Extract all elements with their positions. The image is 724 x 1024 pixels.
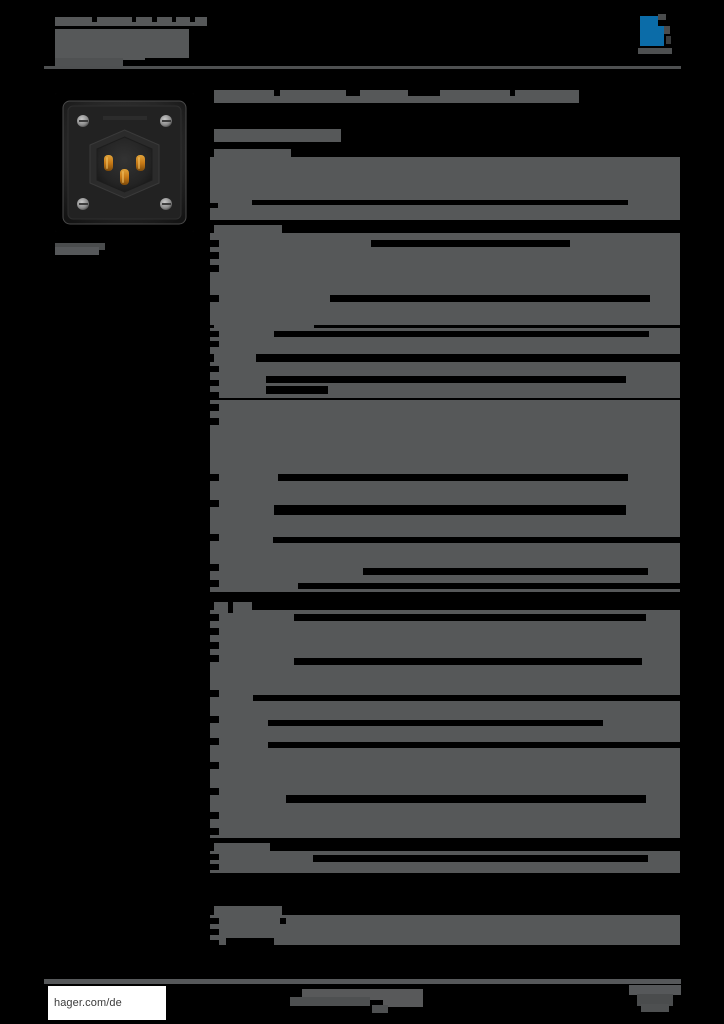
section-heading-redacted	[214, 320, 314, 330]
row-gap	[210, 474, 219, 481]
row-gap	[286, 795, 646, 803]
footer-center-tail-redacted	[372, 1005, 388, 1013]
kicker-gap	[132, 17, 136, 22]
row-gap	[371, 240, 570, 247]
row-gap	[313, 855, 648, 862]
row-gap	[210, 614, 219, 621]
kicker-gap	[190, 17, 195, 22]
row-gap	[228, 601, 233, 613]
photo-caption-line2-redacted	[55, 247, 99, 255]
footer-url[interactable]: hager.com/de	[48, 986, 166, 1020]
row-gap	[253, 695, 683, 701]
header-kicker-redacted	[55, 17, 207, 26]
row-gap	[363, 568, 648, 575]
row-gap	[266, 386, 328, 394]
title-gap	[408, 90, 440, 96]
row-gap	[210, 534, 219, 541]
row-gap	[210, 655, 219, 662]
header-divider	[44, 66, 681, 69]
row-gap	[210, 366, 219, 372]
row-gap	[273, 537, 683, 543]
kicker-gap	[152, 17, 157, 22]
row-gap	[210, 738, 219, 745]
row-gap	[298, 583, 683, 589]
row-gap	[210, 500, 219, 507]
row-gap	[280, 918, 286, 924]
row-gap	[210, 929, 219, 935]
kicker-gap	[172, 17, 176, 22]
row-gap	[210, 864, 219, 870]
product-photo	[55, 93, 194, 232]
row-gap	[210, 580, 219, 587]
title-gap	[346, 90, 360, 96]
row-gap	[210, 828, 219, 835]
row-gap	[210, 392, 219, 398]
footer-page-number-line2-redacted	[637, 994, 673, 1006]
section-heading-redacted	[214, 843, 270, 853]
section-body-block	[210, 400, 680, 592]
row-gap	[210, 690, 219, 697]
row-gap	[278, 474, 628, 481]
section-body-block	[210, 233, 680, 325]
row-gap	[210, 918, 219, 924]
page-subtitle-redacted	[214, 129, 341, 142]
row-gap	[210, 380, 219, 386]
row-gap	[274, 331, 649, 337]
main-content-column	[208, 0, 683, 1024]
row-gap	[226, 938, 274, 946]
row-gap	[210, 642, 219, 649]
footer-page-number-line3-redacted	[641, 1004, 669, 1012]
row-gap	[210, 295, 219, 302]
row-gap	[210, 404, 219, 411]
row-gap	[210, 341, 219, 347]
section-heading-redacted	[214, 354, 256, 364]
section-heading-redacted	[214, 602, 252, 612]
row-gap	[210, 762, 219, 769]
row-gap	[210, 788, 219, 795]
row-gap	[210, 564, 219, 571]
section-heading-redacted	[214, 149, 291, 159]
hager-logo-icon	[638, 12, 682, 54]
row-gap	[210, 812, 219, 819]
row-gap	[274, 505, 626, 515]
row-gap	[210, 940, 219, 946]
row-gap	[210, 628, 219, 635]
row-gap	[210, 418, 219, 425]
row-gap	[210, 265, 219, 272]
page-title-redacted	[214, 90, 579, 103]
footer-page-number-redacted	[629, 985, 681, 995]
footer-divider	[44, 979, 681, 984]
section-heading-redacted	[214, 906, 282, 917]
row-gap	[294, 658, 642, 665]
row-gap	[266, 376, 626, 383]
row-gap	[210, 331, 219, 337]
row-gap	[252, 200, 628, 205]
footer-center-redacted	[302, 989, 400, 1000]
footer-center-line2-redacted	[290, 997, 370, 1006]
section-body-block	[210, 157, 680, 220]
section-body-block	[210, 915, 680, 945]
row-gap	[330, 295, 650, 302]
section-heading-redacted	[214, 225, 282, 235]
title-gap	[274, 90, 280, 96]
row-gap	[294, 614, 646, 621]
row-gap	[210, 252, 219, 259]
row-gap	[210, 240, 219, 247]
title-gap	[510, 90, 515, 96]
row-gap	[210, 203, 218, 208]
row-gap	[210, 854, 219, 860]
row-gap	[210, 716, 219, 723]
header-title-second-line-redacted	[55, 40, 145, 60]
header-subtitle-redacted	[55, 58, 123, 69]
row-gap	[268, 742, 683, 748]
row-gap	[268, 720, 603, 726]
footer-center-badge-redacted	[383, 989, 423, 1007]
photo-caption-redacted	[55, 243, 105, 250]
kicker-gap	[92, 17, 97, 22]
